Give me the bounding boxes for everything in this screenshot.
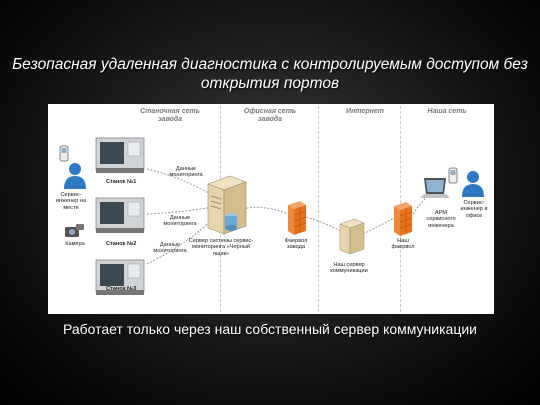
laptop-icon xyxy=(420,178,450,198)
database-icon xyxy=(225,213,237,231)
camera-icon xyxy=(65,224,84,237)
server-icon xyxy=(339,218,365,255)
our-firewall-label: Наш фаервол xyxy=(391,238,415,251)
cnc-machine-icon xyxy=(95,137,145,173)
zone-internet-label: Интернет xyxy=(346,108,384,115)
zone-internet: Интернет xyxy=(330,104,400,314)
person-icon xyxy=(462,171,484,197)
zone-office-label: Офисная сеть завода xyxy=(243,108,297,123)
zone-ours-label: Наша сеть xyxy=(427,108,467,115)
factory-firewall-label: Фаервол завода xyxy=(284,238,308,251)
cnc-machine-icon xyxy=(95,259,145,295)
zone-our-network: Наша сеть xyxy=(400,104,494,314)
monitoring-data-label: Данные мониторинга xyxy=(169,166,203,179)
machine1-label: Станок №1 xyxy=(106,179,137,185)
engineer-office-label: Сервис-инженер в офисе xyxy=(460,200,488,219)
slide-subtitle: Работает только через наш собственный се… xyxy=(62,321,477,337)
workstation-label: АРМ сервисного инженера xyxy=(426,210,456,229)
cnc-machine-icon xyxy=(95,197,145,233)
firewall-icon xyxy=(394,202,413,236)
phone-icon xyxy=(59,145,69,162)
zone-office-network: Офисная сеть завода xyxy=(220,104,330,314)
camera-label: Камера xyxy=(65,241,85,247)
firewall-icon xyxy=(288,201,307,235)
machine2-label: Станок №2 xyxy=(106,241,137,247)
monitoring-data-label: Данные мониторинга xyxy=(163,215,197,228)
comm-server-label: Наш сервер коммуникации xyxy=(330,262,368,275)
network-diagram: Станочная сеть завода Офисная сеть завод… xyxy=(48,104,494,314)
zone-machine-label: Станочная сеть завода xyxy=(140,108,200,123)
slide-title: Безопасная удаленная диагностика с контр… xyxy=(12,56,528,92)
zone-machine-network: Станочная сеть завода xyxy=(118,104,218,314)
engineer-site-label: Сервис-инженер на месте xyxy=(55,192,87,211)
person-icon xyxy=(64,163,86,189)
monitoring-data-label: Данные мониторинга xyxy=(153,242,187,255)
phone-icon xyxy=(448,167,458,184)
server-blackbox-label: Сервер системы сервис-мониторинга «Черны… xyxy=(188,238,254,257)
zone-divider xyxy=(318,106,319,312)
machine3-label: Станок №3 xyxy=(106,286,137,292)
